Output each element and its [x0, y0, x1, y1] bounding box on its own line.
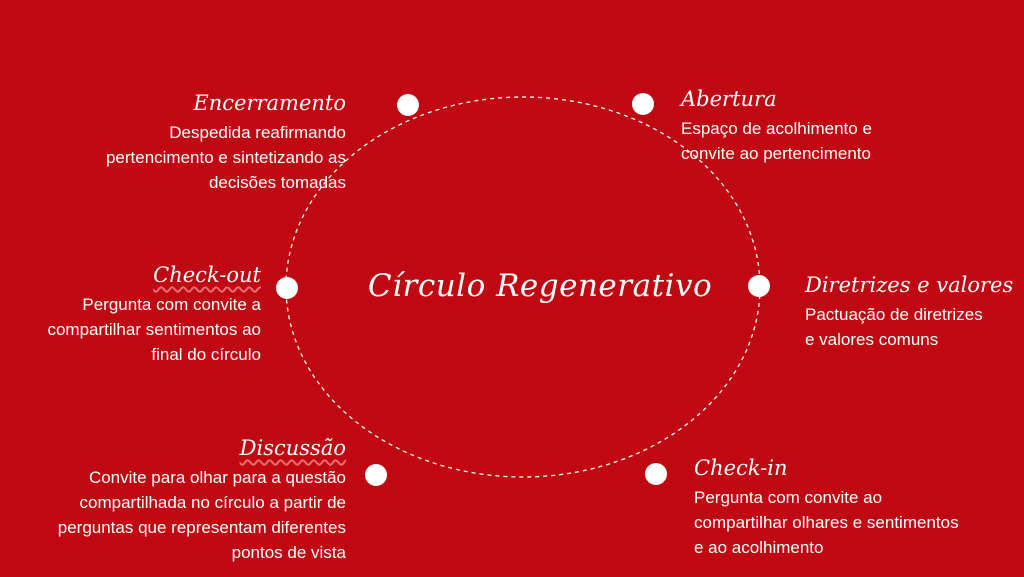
step-description: Despedida reafirmando pertencimento e si… — [16, 120, 346, 195]
node-check-out — [276, 277, 298, 299]
node-discussao — [365, 464, 387, 486]
step-heading: Check-in — [694, 456, 788, 480]
desc-line: Espaço de acolhimento e — [681, 119, 872, 138]
step-description: Pactuação de diretrizes e valores comuns — [805, 302, 1020, 352]
desc-line: decisões tomadas — [208, 173, 346, 192]
step-description: Pergunta com convite ao compartilhar olh… — [694, 485, 1019, 560]
step-discussao: Discussão Convite para olhar para a ques… — [6, 435, 346, 565]
step-abertura: Abertura Espaço de acolhimento e convite… — [681, 86, 1001, 166]
step-heading: Encerramento — [193, 91, 346, 115]
desc-line: e ao acolhimento — [694, 538, 824, 557]
step-description: Convite para olhar para a questão compar… — [6, 465, 346, 565]
desc-line: Pergunta com convite a — [82, 295, 261, 314]
step-heading: Check-out — [153, 263, 261, 287]
desc-line: final do círculo — [151, 345, 261, 364]
desc-line: e valores comuns — [805, 330, 939, 349]
desc-line: Pactuação de diretrizes — [805, 305, 983, 324]
step-diretrizes: Diretrizes e valores Pactuação de diretr… — [805, 272, 1020, 352]
desc-line: compartilhar olhares e sentimentos — [694, 513, 959, 532]
node-abertura — [632, 93, 654, 115]
desc-line: compartilhar sentimentos ao — [47, 320, 261, 339]
step-encerramento: Encerramento Despedida reafirmando perte… — [16, 90, 346, 195]
desc-line: Despedida reafirmando — [169, 123, 346, 142]
desc-line: pontos de vista — [231, 543, 346, 562]
diagram-title: Círculo Regenerativo — [367, 268, 713, 304]
desc-line: convite ao pertencimento — [681, 144, 871, 163]
node-check-in — [645, 463, 667, 485]
desc-line: Pergunta com convite ao — [694, 488, 883, 507]
desc-line: pertencimento e sintetizando as — [105, 148, 346, 167]
desc-line: compartilhada no círculo a partir de — [79, 493, 346, 512]
step-description: Espaço de acolhimento e convite ao perte… — [681, 116, 1001, 166]
node-diretrizes — [748, 275, 770, 297]
node-encerramento — [397, 94, 419, 116]
step-heading: Abertura — [681, 87, 777, 111]
desc-line: Convite para olhar para a questão — [88, 468, 346, 487]
desc-line: perguntas que representam diferentes — [57, 518, 346, 537]
step-heading: Discussão — [239, 436, 346, 460]
step-check-in: Check-in Pergunta com convite ao compart… — [694, 455, 1019, 560]
step-description: Pergunta com convite a compartilhar sent… — [1, 292, 261, 367]
step-heading: Diretrizes e valores — [805, 273, 1014, 297]
step-check-out: Check-out Pergunta com convite a compart… — [1, 262, 261, 367]
